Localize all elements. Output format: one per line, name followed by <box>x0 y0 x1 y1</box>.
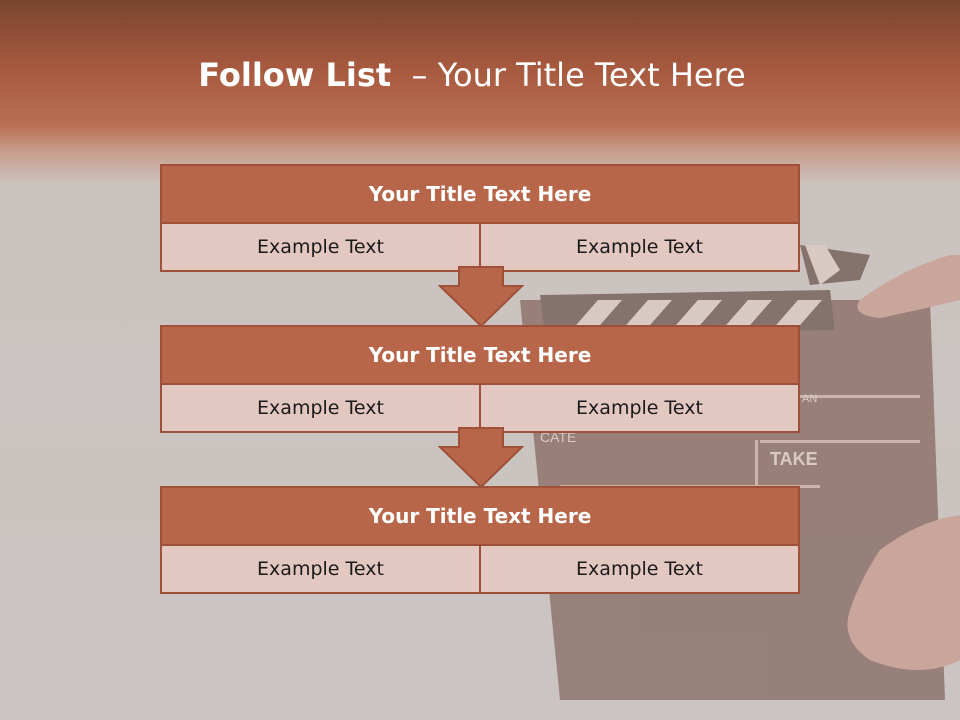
list-block-2-title: Your Title Text Here <box>162 327 798 385</box>
list-block-3-left: Example Text <box>257 558 384 580</box>
list-block-3: Your Title Text Here Example Text Exampl… <box>160 486 800 594</box>
list-block-2-left: Example Text <box>257 397 384 419</box>
list-block-2-row: Example Text Example Text <box>162 385 798 431</box>
clapper-take-label: TAKE <box>770 449 818 469</box>
list-block-3-row: Example Text Example Text <box>162 546 798 592</box>
list-block-2: Your Title Text Here Example Text Exampl… <box>160 325 800 433</box>
slide-title-bold: Follow List <box>198 56 392 94</box>
list-block-1-title: Your Title Text Here <box>162 166 798 224</box>
list-block-3-title: Your Title Text Here <box>162 488 798 546</box>
list-block-1-left: Example Text <box>257 236 384 258</box>
list-block-1: Your Title Text Here Example Text Exampl… <box>160 164 800 272</box>
clapper-cate-label: CATE <box>540 429 576 445</box>
list-block-2-right: Example Text <box>479 385 798 431</box>
clapper-an-label: AN <box>802 393 817 405</box>
down-arrow-icon <box>438 266 524 328</box>
list-block-3-right: Example Text <box>479 546 798 592</box>
slide-title: Follow List – Your Title Text Here <box>0 52 944 98</box>
list-block-1-right: Example Text <box>479 224 798 270</box>
list-block-1-row: Example Text Example Text <box>162 224 798 270</box>
down-arrow-icon <box>438 427 524 489</box>
slide-title-rest: – Your Title Text Here <box>411 56 746 94</box>
